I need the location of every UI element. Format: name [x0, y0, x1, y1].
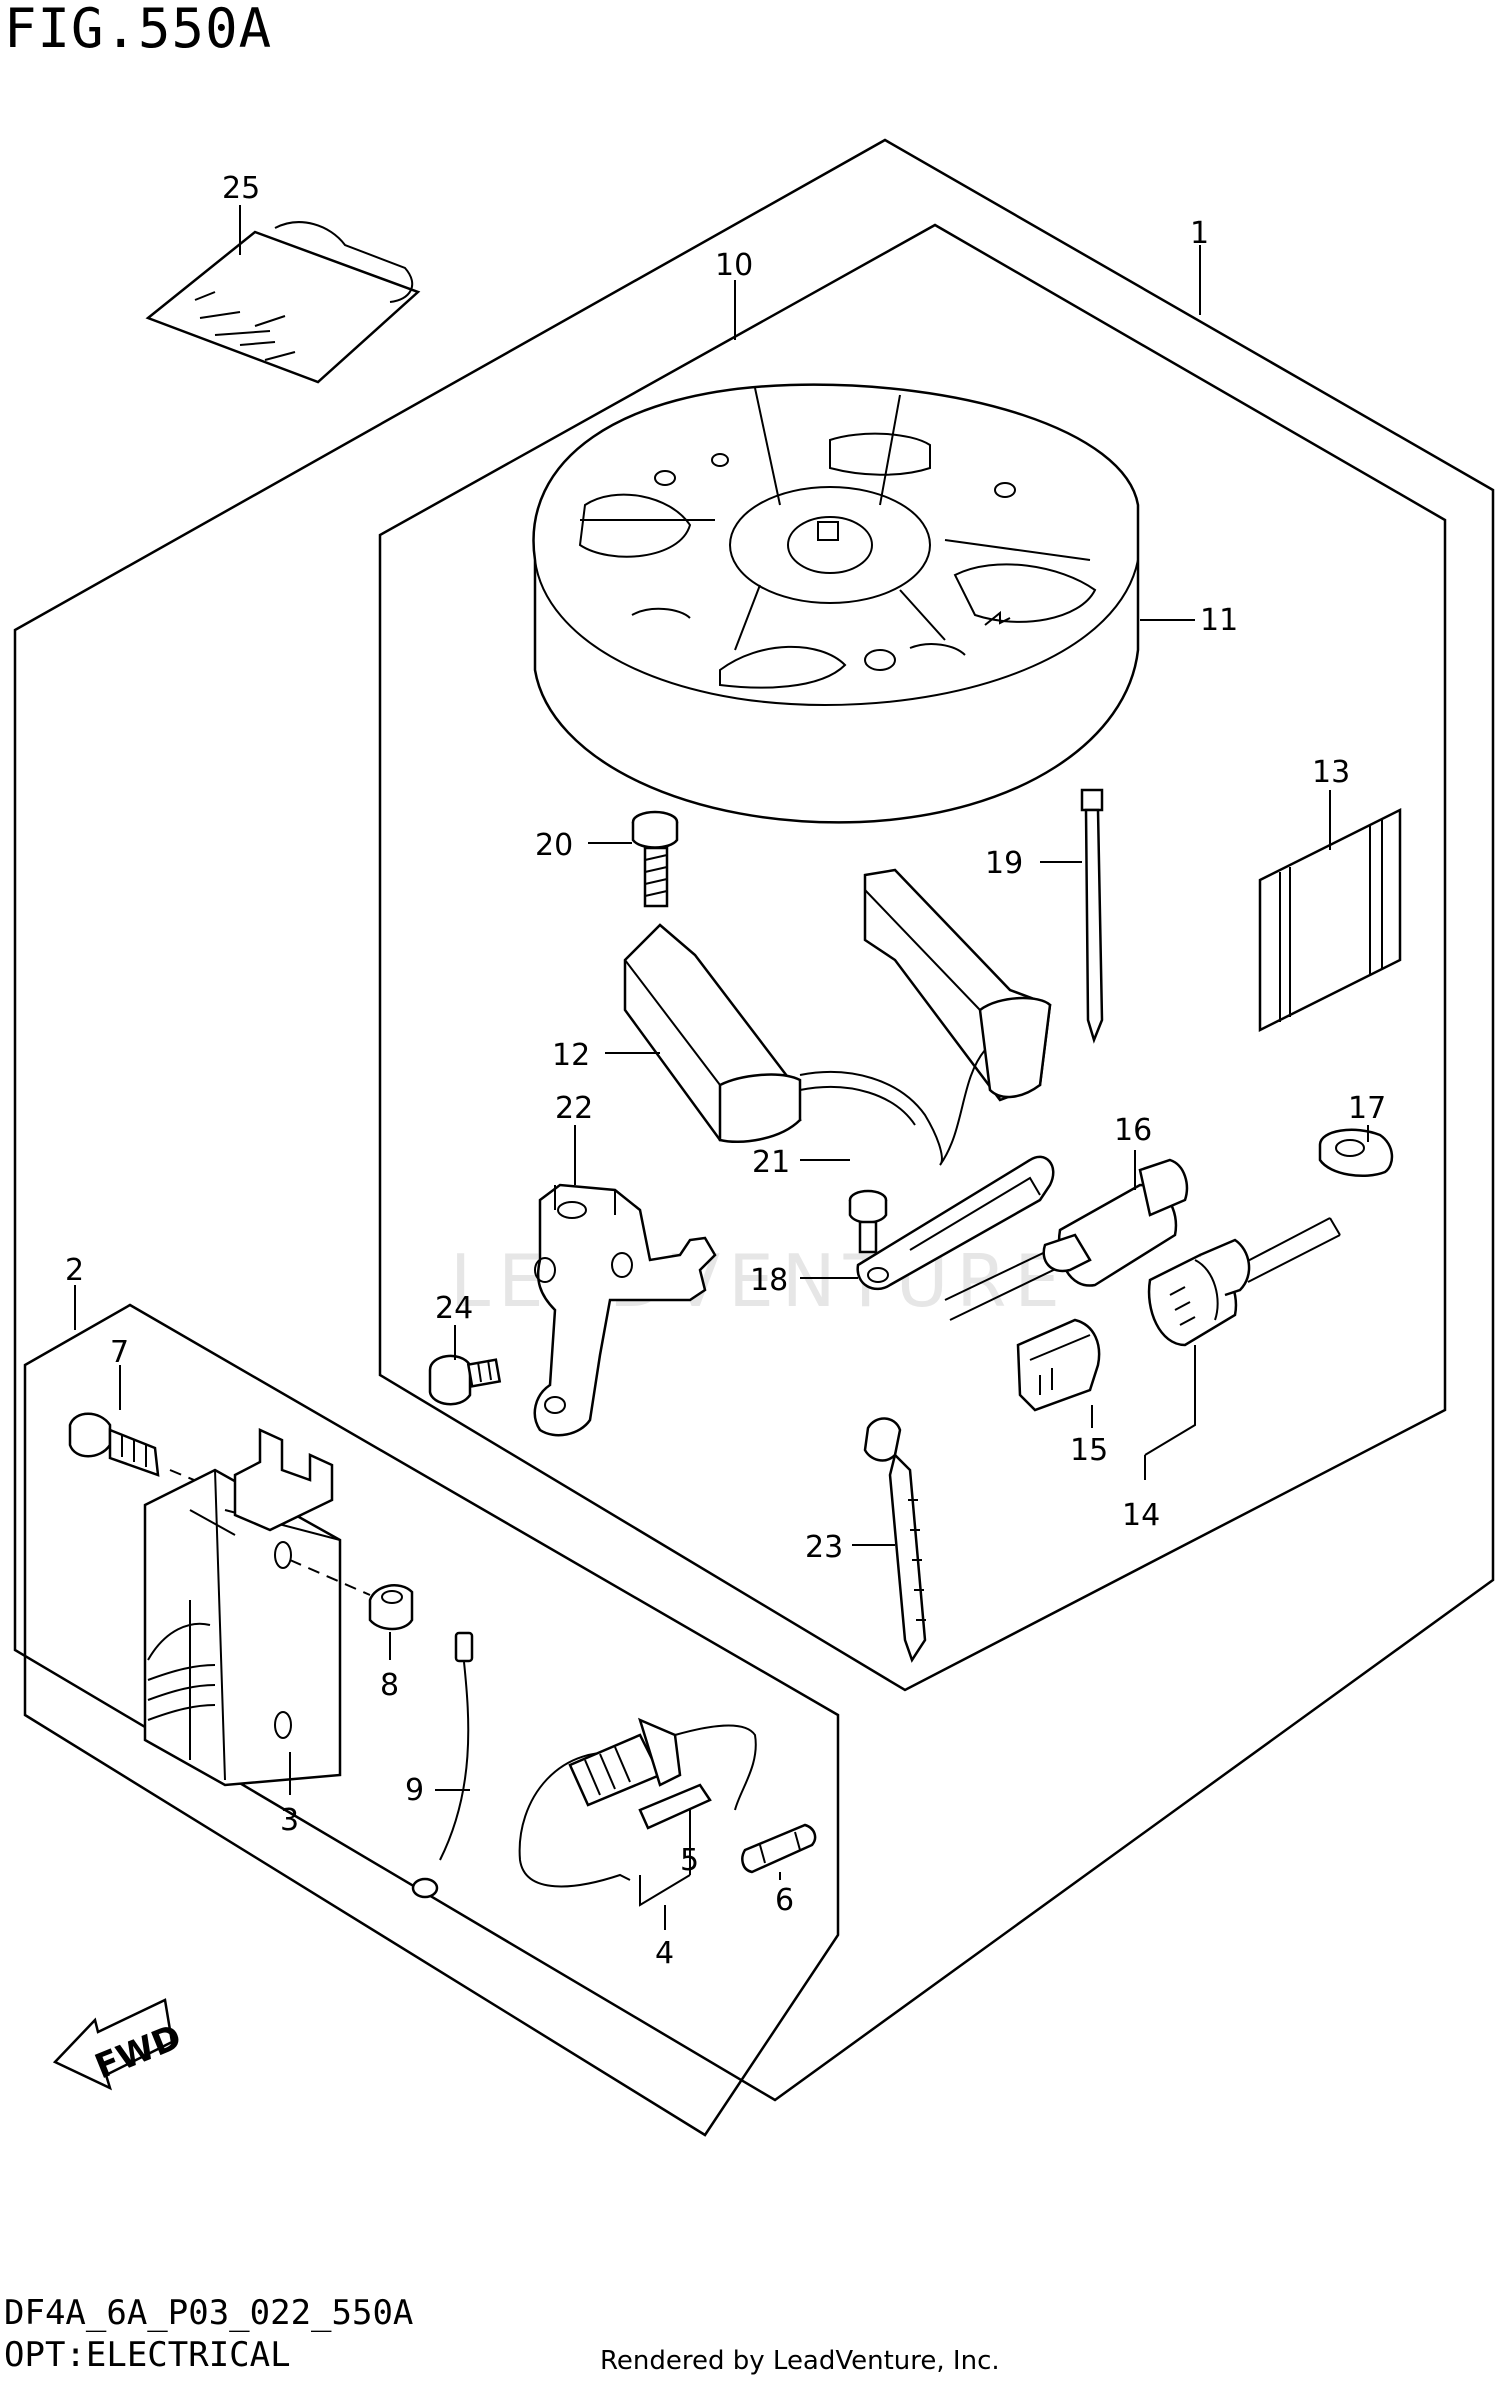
connector-16	[944, 1158, 1189, 1321]
callout-6: 6	[775, 1883, 794, 1918]
callout-25: 25	[222, 171, 260, 206]
callout-10: 10	[715, 248, 753, 283]
document-bag-25	[145, 221, 421, 384]
section-name: OPT:ELECTRICAL	[4, 2335, 291, 2375]
cable-tie-23	[863, 1417, 927, 1663]
kit-outline-1	[13, 138, 1495, 2102]
callout-20: 20	[535, 828, 573, 863]
callout-22: 22	[555, 1091, 593, 1126]
callout-9: 9	[405, 1773, 424, 1808]
bracket-22	[533, 1183, 717, 1437]
forward-arrow: FWD	[52, 1998, 187, 2091]
flywheel-11	[532, 383, 1140, 824]
callout-11: 11	[1200, 603, 1238, 638]
regulator-3	[143, 1428, 371, 1787]
ground-lead-9	[411, 1631, 474, 1899]
callout-2: 2	[65, 1253, 84, 1288]
callout-18: 18	[750, 1263, 788, 1298]
callout-23: 23	[805, 1530, 843, 1565]
callout-13: 13	[1312, 755, 1350, 790]
bolt-7	[68, 1412, 231, 1496]
exciter-coil-12	[623, 868, 1052, 1166]
figure-title: FIG.550A	[4, 0, 273, 60]
kit-outline-2	[23, 1303, 840, 2137]
label-13	[1258, 807, 1402, 1033]
grommet-17	[1318, 1128, 1394, 1178]
callout-19: 19	[985, 846, 1023, 881]
callout-12: 12	[552, 1038, 590, 1073]
callout-21: 21	[752, 1145, 790, 1180]
ground-strap-18	[856, 1155, 1055, 1291]
screw-21	[848, 1189, 888, 1254]
coupler-15	[1016, 1318, 1101, 1412]
nut-8	[368, 1584, 414, 1631]
fuse-holder-4	[518, 1717, 757, 1888]
cable-tie-19	[1080, 788, 1104, 1044]
callout-7: 7	[110, 1335, 129, 1370]
leader-lines	[74, 205, 1369, 1930]
rendered-by-credit: Rendered by LeadVenture, Inc.	[600, 2346, 1000, 2376]
callout-24: 24	[435, 1291, 473, 1326]
model-code: DF4A_6A_P03_022_550A	[4, 2293, 414, 2333]
kit-outline-10	[378, 223, 1447, 1692]
bolt-24	[428, 1354, 502, 1406]
callout-8: 8	[380, 1668, 399, 1703]
callout-14: 14	[1122, 1498, 1160, 1533]
callout-17: 17	[1348, 1091, 1386, 1126]
connector-14	[1147, 1217, 1341, 1347]
callout-3: 3	[280, 1803, 299, 1838]
bolt-20	[631, 810, 679, 908]
fuse-6	[741, 1823, 817, 1874]
callout-5: 5	[680, 1843, 699, 1878]
callout-1: 1	[1190, 216, 1209, 251]
callout-15: 15	[1070, 1433, 1108, 1468]
callout-4: 4	[655, 1936, 674, 1971]
callout-16: 16	[1114, 1113, 1152, 1148]
